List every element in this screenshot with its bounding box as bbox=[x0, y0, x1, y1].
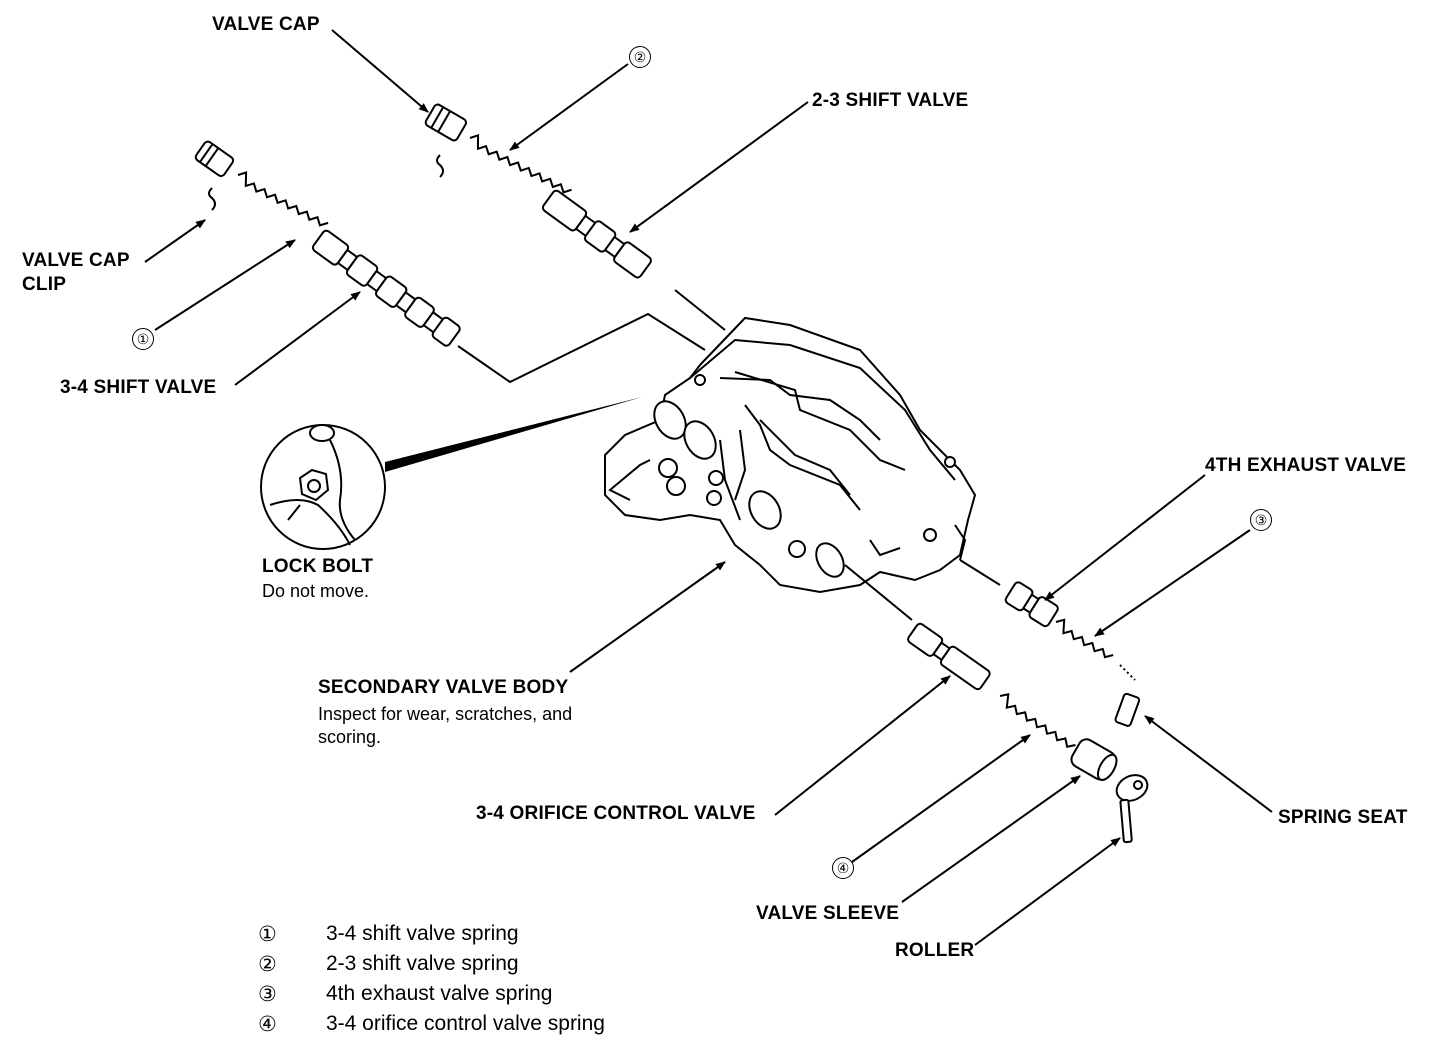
roller-part bbox=[1115, 774, 1149, 844]
label-valve-sleeve: VALVE SLEEVE bbox=[756, 903, 900, 924]
spring-23 bbox=[469, 133, 572, 194]
orifice-control-valve-assembly bbox=[907, 622, 1149, 844]
valve-cap-23 bbox=[424, 103, 467, 142]
spring-orifice bbox=[999, 692, 1076, 748]
lock-bolt-detail bbox=[260, 397, 642, 550]
legend-number: ③ bbox=[258, 983, 277, 1006]
callout-3: ③ bbox=[1250, 509, 1272, 531]
valve-cap-clip-34 bbox=[208, 187, 216, 211]
leader-orifice-to-body bbox=[844, 564, 913, 621]
label-valve-cap: VALVE CAP bbox=[212, 14, 320, 35]
shift-valve-23-assembly bbox=[424, 103, 652, 279]
label-orifice-control-valve: 3-4 ORIFICE CONTROL VALVE bbox=[476, 803, 756, 824]
legend-number: ④ bbox=[258, 1013, 277, 1036]
legend-text: 4th exhaust valve spring bbox=[326, 982, 553, 1005]
spool-34 bbox=[311, 229, 461, 347]
note-secondary-line2: scoring. bbox=[318, 727, 382, 747]
label-valve-cap-clip-line1: VALVE CAP bbox=[22, 250, 130, 271]
leader-springseat bbox=[1119, 664, 1136, 681]
label-shift-valve-34: 3-4 SHIFT VALVE bbox=[60, 377, 217, 398]
callout-2: ② bbox=[629, 46, 651, 68]
shift-valve-34-assembly bbox=[194, 140, 461, 347]
legend-text: 2-3 shift valve spring bbox=[326, 952, 519, 975]
label-roller: ROLLER bbox=[895, 940, 975, 961]
spring-34 bbox=[237, 171, 329, 227]
valve-cap-34 bbox=[194, 140, 235, 178]
valve-cap-clip-23 bbox=[436, 154, 444, 178]
label-secondary-valve-body: SECONDARY VALVE BODY bbox=[318, 677, 569, 698]
label-spring-seat: SPRING SEAT bbox=[1278, 807, 1408, 828]
legend-text: 3-4 orifice control valve spring bbox=[326, 1012, 605, 1035]
label-shift-valve-23: 2-3 SHIFT VALVE bbox=[812, 90, 969, 111]
legend-number: ② bbox=[258, 953, 277, 976]
spring-4th-exhaust bbox=[1055, 618, 1114, 659]
leader-23-to-body bbox=[674, 289, 726, 331]
callout-1: ① bbox=[132, 328, 154, 350]
spool-23 bbox=[541, 189, 652, 279]
legend-number: ① bbox=[258, 923, 277, 946]
leader-34-to-body bbox=[457, 312, 706, 384]
note-secondary-line1: Inspect for wear, scratches, and bbox=[318, 704, 573, 724]
valve-sleeve-part bbox=[1070, 738, 1118, 781]
label-4th-exhaust-valve: 4TH EXHAUST VALVE bbox=[1205, 455, 1407, 476]
leader-exhaust-to-body bbox=[959, 559, 1001, 586]
label-valve-cap-clip-line2: CLIP bbox=[22, 274, 67, 295]
label-arrows bbox=[144, 29, 1273, 946]
legend-text: 3-4 shift valve spring bbox=[326, 922, 519, 945]
label-lock-bolt: LOCK BOLT bbox=[262, 556, 374, 577]
note-lock-bolt: Do not move. bbox=[262, 581, 370, 601]
spring-seat-part bbox=[1114, 692, 1141, 727]
secondary-valve-body-casting bbox=[604, 316, 977, 594]
callout-4: ④ bbox=[832, 857, 854, 879]
exhaust-valve-4th-assembly bbox=[1004, 581, 1141, 727]
